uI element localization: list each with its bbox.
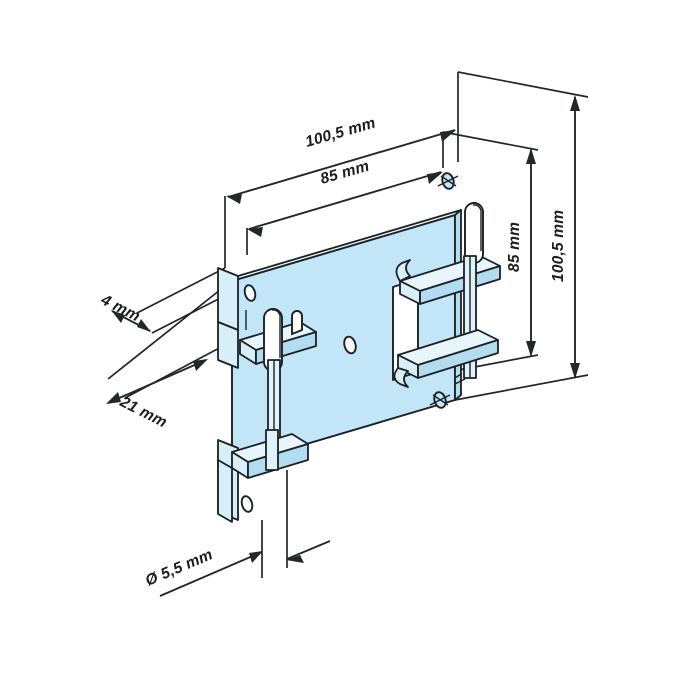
top-right-hole-cross-marks xyxy=(437,175,459,187)
dim-label-right-inner: 85 mm xyxy=(506,222,523,272)
arrow-right-inner-top xyxy=(526,148,536,164)
arrow-diameter-upper xyxy=(249,551,263,563)
center-oval-hole xyxy=(343,335,357,355)
dim-line-top-outer xyxy=(227,129,456,198)
left-flange-upper xyxy=(217,267,239,331)
arrow-4mm-lower xyxy=(137,319,151,332)
plate-right-edge xyxy=(454,209,462,401)
dim-label-top-outer: 100,5 mm xyxy=(303,115,377,151)
dimension-lines-group xyxy=(106,71,589,597)
dim-label-right-outer: 100,5 mm xyxy=(550,210,567,282)
arrow-top-inner-right xyxy=(427,172,443,184)
dim-line-left-21mm xyxy=(107,359,207,404)
dim-line-diameter-b xyxy=(286,540,331,560)
part-geometry-group xyxy=(217,172,501,523)
ext-rail-left-lower-a xyxy=(107,285,226,380)
arrow-top-inner-left xyxy=(247,227,263,237)
ext-rail-top-right xyxy=(457,71,589,98)
arrow-diameter-lower xyxy=(286,555,304,563)
left-keyhole-highlight xyxy=(271,309,281,358)
arrow-21mm-left xyxy=(106,392,121,404)
dim-line-diameter-a xyxy=(159,551,263,597)
dim-label-bottom-diameter: Ø 5,5 mm xyxy=(143,546,215,590)
right-keyhole-highlight xyxy=(472,204,482,251)
ext-rail-left-upper-a xyxy=(136,267,226,314)
left-keyhole-tab xyxy=(291,310,303,336)
arrow-right-outer-bottom xyxy=(570,363,580,379)
arrow-right-outer-top xyxy=(570,95,580,111)
lower-right-shelf-hook xyxy=(393,367,409,388)
upper-right-shelf-hook xyxy=(395,259,411,282)
arrow-right-inner-bottom xyxy=(526,341,536,357)
arrow-top-outer-left xyxy=(226,194,242,204)
ext-rail-top-right-inner xyxy=(442,131,539,151)
lower-left-oval-hole xyxy=(240,495,254,513)
bottom-right-hole-cross-marks xyxy=(429,394,451,406)
ext-rail-bottom-right-inner xyxy=(447,354,539,373)
dim-label-left-lower: 21 mm xyxy=(116,393,169,431)
left-keyhole-slot xyxy=(263,308,283,372)
lower-left-bracket-pin xyxy=(265,429,279,471)
upper-left-oval-hole xyxy=(243,284,257,302)
dim-line-top-inner xyxy=(248,171,442,230)
bottom-right-pin-marks xyxy=(454,373,466,385)
ext-rail-bottom-right xyxy=(454,374,589,401)
left-flange-middle xyxy=(217,321,239,369)
lower-left-bracket-wall xyxy=(217,459,233,523)
arrow-21mm-right xyxy=(193,359,208,371)
arrow-4mm-upper xyxy=(111,310,125,323)
lower-right-shelf-front-face xyxy=(417,339,499,379)
arrow-top-outer-right xyxy=(440,130,456,142)
